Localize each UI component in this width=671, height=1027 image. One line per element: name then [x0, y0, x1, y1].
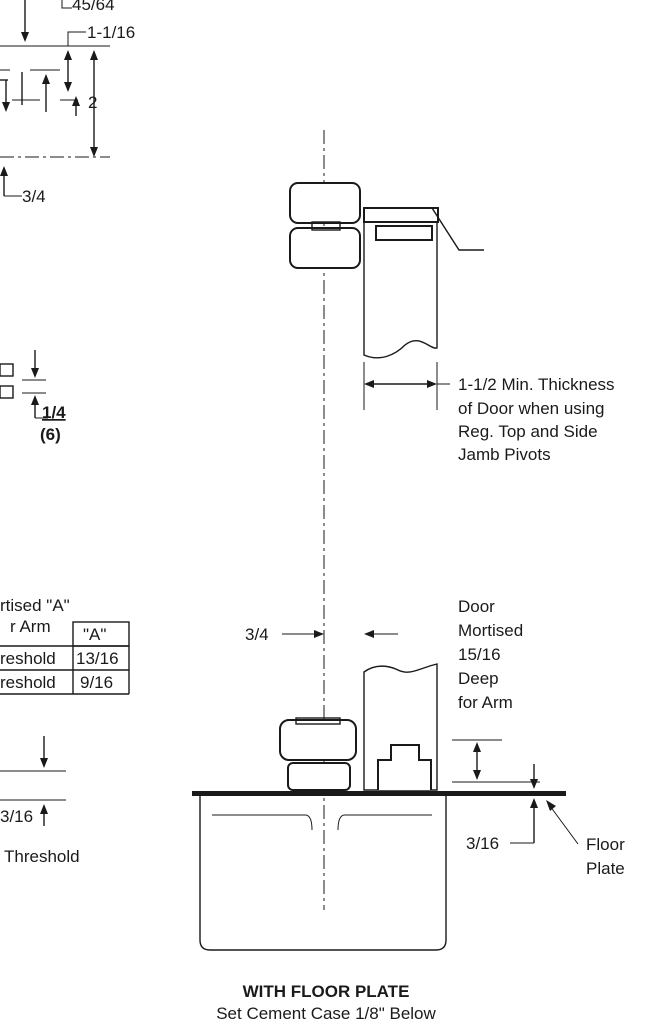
pivot-note-line2: of Door when using: [458, 399, 604, 418]
pivot-thickness-dim: 1-1/2 Min. Thickness of Door when using …: [363, 362, 615, 464]
table-header: "A": [83, 625, 106, 644]
table-row-2-label: reshold: [0, 673, 56, 692]
dim-45-64: 45/64: [72, 0, 115, 14]
table-row-1-value: 13/16: [76, 649, 119, 668]
bottom-left-label: Threshold: [4, 847, 80, 866]
pivot-note-line1: 1-1/2 Min. Thickness: [458, 375, 615, 394]
arm-table: rtised "A" r Arm "A" reshold 13/16 resho…: [0, 596, 130, 695]
dim-3-4-floor: 3/4: [245, 625, 269, 644]
table-row-1-label: reshold: [0, 649, 56, 668]
door-note-1: Door: [458, 597, 495, 616]
dim-2: 2: [88, 93, 97, 112]
door-note-4: Deep: [458, 669, 499, 688]
mid-left-detail: 1/4 (6): [0, 350, 66, 444]
table-caption-1: rtised "A": [0, 596, 70, 615]
table-caption-2: r Arm: [10, 617, 51, 636]
dim-6: (6): [40, 425, 61, 444]
floor-plate-title: WITH FLOOR PLATE: [243, 982, 410, 1001]
dim-3-16: 3/16: [466, 834, 499, 853]
bottom-left-detail: 3/16 Threshold: [0, 736, 80, 866]
dim-1-1-16: 1-1/16: [87, 23, 135, 42]
top-left-detail: 45/64 1-1/16 2 3/4: [0, 0, 135, 206]
table-row-2-value: 9/16: [80, 673, 113, 692]
pivot-note-line3: Reg. Top and Side: [458, 422, 598, 441]
dim-3-4: 3/4: [22, 187, 46, 206]
floor-plate-subtitle: Set Cement Case 1/8" Below: [216, 1004, 436, 1023]
floor-plate-label-1: Floor: [586, 835, 625, 854]
door-note-5: for Arm: [458, 693, 513, 712]
floor-plate-label-2: Plate: [586, 859, 625, 878]
door-note-2: Mortised: [458, 621, 523, 640]
dim-1-4: 1/4: [42, 403, 66, 422]
door-note-3: 15/16: [458, 645, 501, 664]
pivot-note-line4: Jamb Pivots: [458, 445, 551, 464]
bottom-left-dim: 3/16: [0, 807, 33, 826]
floor-plate-assembly: 3/4 Door Mortised 15/16 Deep for Arm: [192, 597, 625, 1023]
